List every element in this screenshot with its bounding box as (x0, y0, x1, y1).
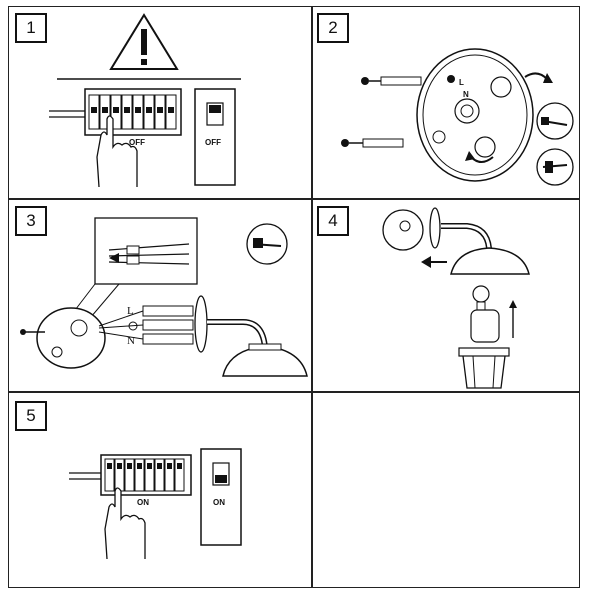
bulb-icon (472, 285, 490, 311)
hand-icon (96, 115, 138, 188)
step-2-illustration: L N (341, 48, 574, 186)
wire-detail-inset (94, 217, 198, 285)
wire-connector-icon (142, 305, 194, 345)
step-1-panel: 1 (9, 7, 311, 198)
cage-guard-icon (458, 347, 510, 389)
step-3-illustration: L N (20, 217, 308, 377)
step-5-illustration: ON ON (69, 448, 242, 560)
breaker-state-label: OFF (129, 138, 145, 147)
main-switch-icon (194, 88, 236, 186)
grid-divider-vertical (311, 7, 313, 587)
mounting-plate-icon (416, 48, 534, 182)
step-4-illustration (382, 207, 530, 389)
step-2-panel: 2 L N (311, 7, 581, 198)
drill-icon (536, 148, 574, 186)
step-number: 1 (15, 13, 47, 43)
empty-panel (311, 391, 581, 587)
lamp-fixture-icon (194, 295, 308, 377)
live-terminal-label: L (127, 305, 134, 317)
hand-icon (104, 487, 146, 560)
screw-icon (341, 76, 422, 148)
main-switch-icon (200, 448, 242, 546)
breaker-panel-icon (100, 454, 192, 496)
screwdriver-icon (246, 223, 288, 265)
breaker-state-label: ON (137, 498, 149, 507)
glass-cover-icon (470, 309, 500, 343)
step-number: 5 (15, 401, 47, 431)
grid-divider-row1 (9, 198, 579, 200)
main-switch-state-label: OFF (205, 138, 221, 147)
step-4-panel: 4 (311, 198, 581, 391)
breaker-panel-icon (84, 88, 182, 136)
step-1-illustration: OFF OFF (49, 13, 241, 188)
arrow-left-icon (421, 256, 431, 268)
mounting-plate-icon (382, 209, 424, 251)
step-3-panel: 3 (9, 198, 311, 391)
step-number: 4 (317, 206, 349, 236)
grid-divider-row2 (9, 391, 579, 393)
step-number: 3 (15, 206, 47, 236)
neutral-terminal-label: N (127, 335, 135, 347)
neutral-terminal-label: N (463, 90, 469, 99)
mounting-plate-icon (20, 307, 106, 369)
rotate-arrow-icon (509, 300, 517, 338)
screwdriver-icon (536, 102, 574, 140)
step-number: 2 (317, 13, 349, 43)
warning-icon (109, 13, 179, 70)
main-switch-state-label: ON (213, 498, 225, 507)
step-5-panel: 5 ON (9, 391, 311, 587)
lamp-fixture-icon (429, 207, 530, 275)
live-terminal-label: L (459, 78, 464, 87)
instruction-grid: 1 (8, 6, 580, 588)
